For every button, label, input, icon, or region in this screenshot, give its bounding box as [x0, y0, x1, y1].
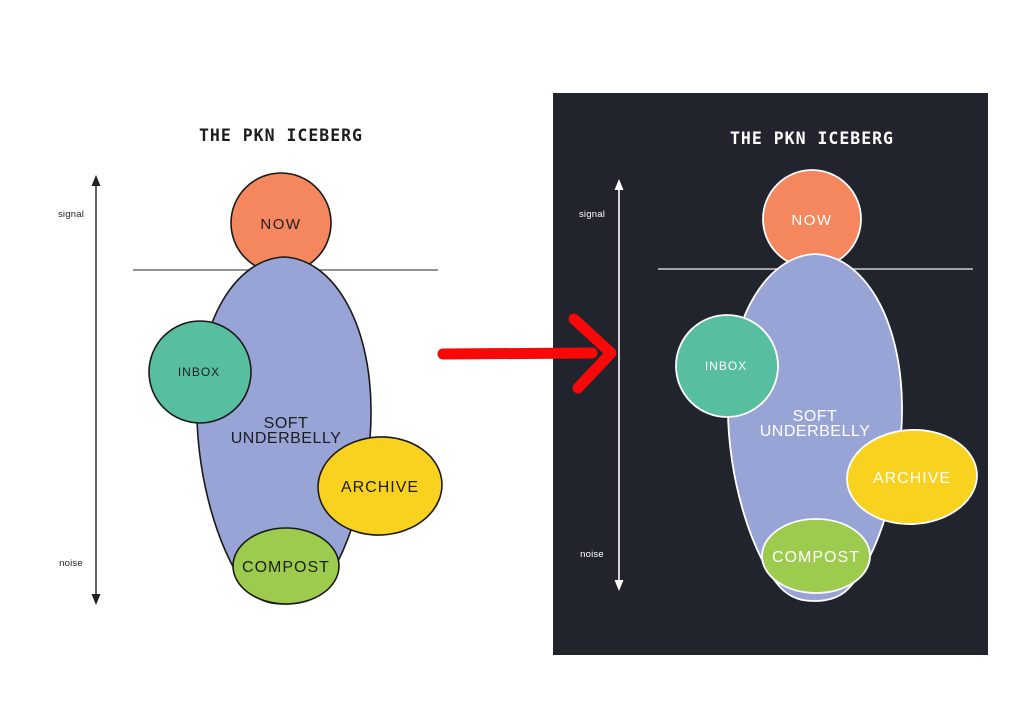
- diagram-light: THE PKN ICEBERG signal noise NOW INBOX S…: [58, 126, 443, 605]
- compost-ellipse: [232, 527, 340, 605]
- red-transform-arrow: [437, 313, 617, 394]
- diagram-dark: THE PKN ICEBERG signal noise NOW INBOX S…: [579, 129, 978, 602]
- inbox-label: INBOX: [705, 359, 747, 373]
- axis-arrowhead-up-icon: [614, 179, 624, 190]
- axis-arrowhead-down-icon: [91, 594, 101, 605]
- signal-noise-axis: signal noise: [58, 175, 101, 605]
- inbox-circle: [675, 314, 779, 418]
- archive-label: ARCHIVE: [873, 470, 951, 487]
- axis-signal-label: signal: [579, 209, 605, 220]
- compost-label: COMPOST: [242, 559, 330, 576]
- axis-signal-label: signal: [58, 209, 84, 220]
- red-arrow-head-icon: [568, 313, 617, 394]
- archive-label: ARCHIVE: [341, 479, 419, 496]
- axis-arrowhead-down-icon: [614, 580, 624, 591]
- diagram-title: THE PKN ICEBERG: [730, 129, 894, 148]
- now-label: NOW: [791, 212, 832, 229]
- underbelly-label-line1: SOFT: [793, 408, 838, 425]
- underbelly-label-line2: UNDERBELLY: [231, 430, 342, 447]
- signal-noise-axis: signal noise: [579, 179, 624, 591]
- compost-ellipse: [761, 518, 871, 594]
- axis-noise-label: noise: [580, 549, 604, 560]
- archive-ellipse: [846, 429, 978, 525]
- inbox-label: INBOX: [178, 365, 220, 379]
- underbelly-label-line2: UNDERBELLY: [760, 423, 871, 440]
- axis-noise-label: noise: [59, 558, 83, 569]
- underbelly-label-line1: SOFT: [264, 415, 309, 432]
- inbox-circle: [148, 320, 252, 424]
- compost-label: COMPOST: [772, 549, 860, 566]
- diagram-title: THE PKN ICEBERG: [199, 126, 363, 145]
- red-arrow-shaft: [437, 347, 598, 360]
- axis-arrowhead-up-icon: [91, 175, 101, 186]
- now-label: NOW: [260, 216, 301, 233]
- archive-ellipse: [317, 436, 443, 536]
